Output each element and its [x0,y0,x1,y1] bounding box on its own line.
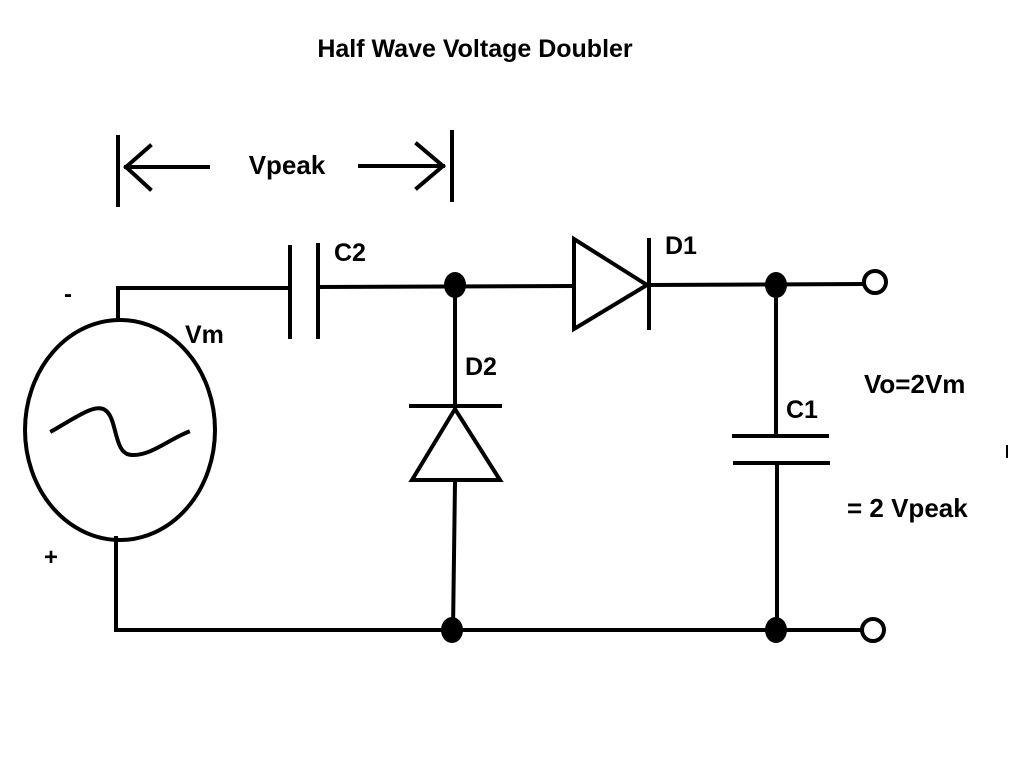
junction-node [765,617,787,643]
junction-nodes [441,272,787,643]
output-equation-vpeak: = 2 Vpeak [847,493,968,523]
vpeak-dimension: Vpeak [116,130,454,207]
ac-source: - + Vm [23,281,224,571]
capacitor-c1: C1 [732,396,830,465]
output-equation: Vo=2Vm [864,369,965,399]
junction-node [441,617,463,643]
c2-label: C2 [334,239,366,267]
output-terminal-bottom [860,617,886,643]
source-minus-label: - [64,281,72,308]
d1-label: D1 [665,232,697,260]
source-label: Vm [185,321,224,349]
ac-sine-icon [49,406,191,457]
d2-label: D2 [465,353,497,381]
right-arrow-icon [358,141,447,191]
junction-node [444,272,466,298]
diode-d1: D1 [572,232,697,333]
diode-d2: D2 [408,353,504,482]
wires [114,281,865,633]
vpeak-label: Vpeak [249,150,326,180]
capacitor-c2: C2 [288,239,366,339]
output-terminal-top [862,269,888,295]
left-arrow-icon [123,143,210,192]
c1-label: C1 [786,396,818,424]
source-plus-label: + [44,544,58,571]
diagram-title: Half Wave Voltage Doubler [317,35,633,63]
junction-node [765,272,787,298]
